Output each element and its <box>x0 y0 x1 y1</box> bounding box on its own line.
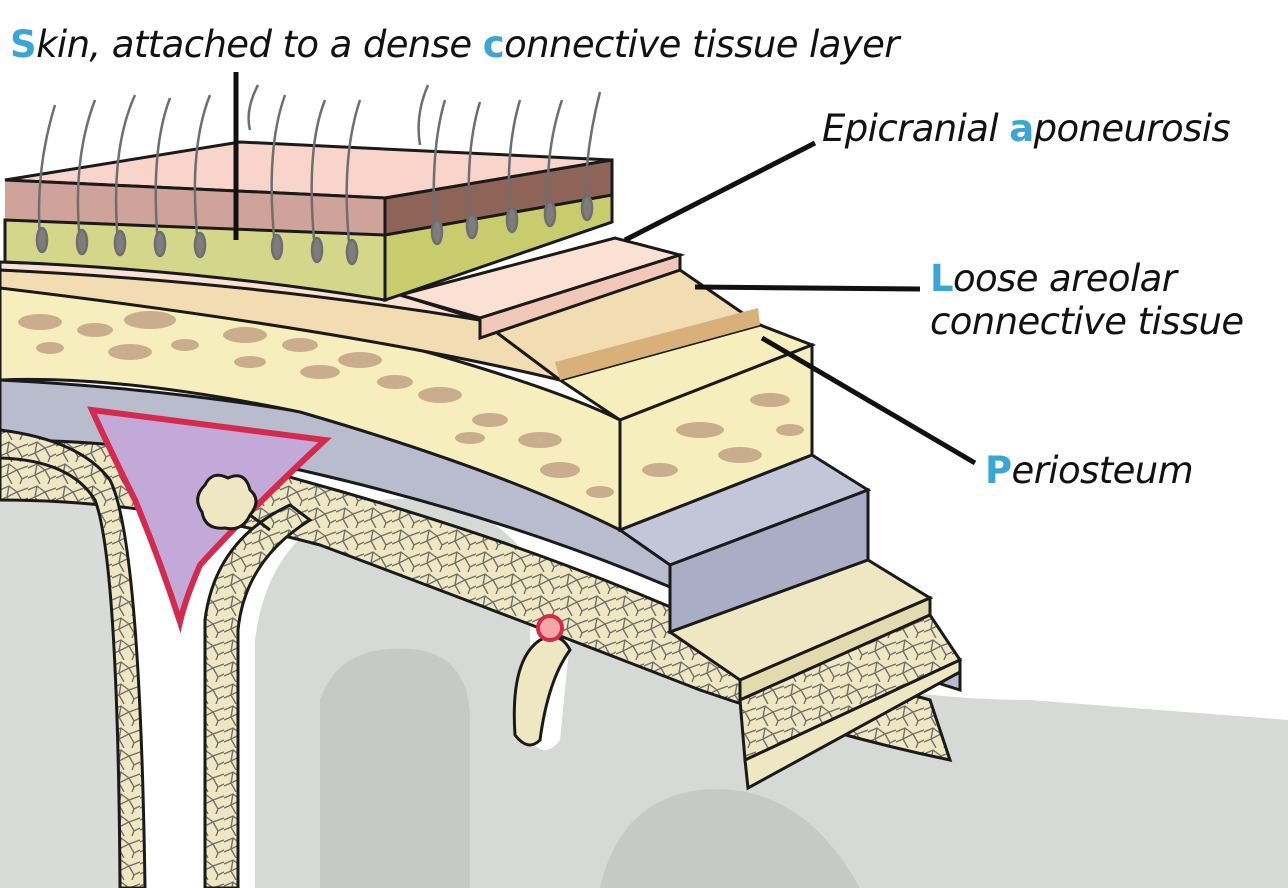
label-skin-text-b: onnective tissue layer <box>504 23 899 66</box>
label-loose-initial: L <box>930 257 954 300</box>
leader-periosteum <box>760 335 977 466</box>
label-skin-initial-2: c <box>482 23 505 66</box>
label-skin: Skin, attached to a dense connective tis… <box>10 23 899 67</box>
arachnoid-granulation <box>196 473 271 532</box>
label-periosteum-text-a: eriosteum <box>1011 449 1194 492</box>
leader-loose <box>694 284 921 292</box>
bone-spots <box>18 311 614 498</box>
emissary-vein <box>536 614 564 642</box>
label-aponeurosis-initial: a <box>1009 107 1034 150</box>
label-aponeurosis: Epicranial aponeurosis <box>822 107 1231 151</box>
bone-block <box>556 323 817 533</box>
loose-areolar-layer <box>0 268 764 382</box>
label-skin-text-a: kin, attached to a dense <box>36 23 483 66</box>
label-loose-line2: connective tissue <box>930 299 1244 343</box>
label-aponeurosis-text-a: Epicranial <box>822 107 1010 150</box>
skull-steps <box>666 558 963 791</box>
leader-lines <box>233 72 977 466</box>
label-loose-text-a: oose areolar <box>952 257 1177 300</box>
leader-aponeurosis <box>623 140 817 243</box>
label-skin-initial: S <box>10 23 37 66</box>
label-aponeurosis-text-b: poneurosis <box>1033 107 1231 150</box>
label-periosteum: Periosteum <box>985 449 1194 493</box>
hair-follicles <box>35 84 602 266</box>
label-periosteum-initial: P <box>985 449 1012 492</box>
